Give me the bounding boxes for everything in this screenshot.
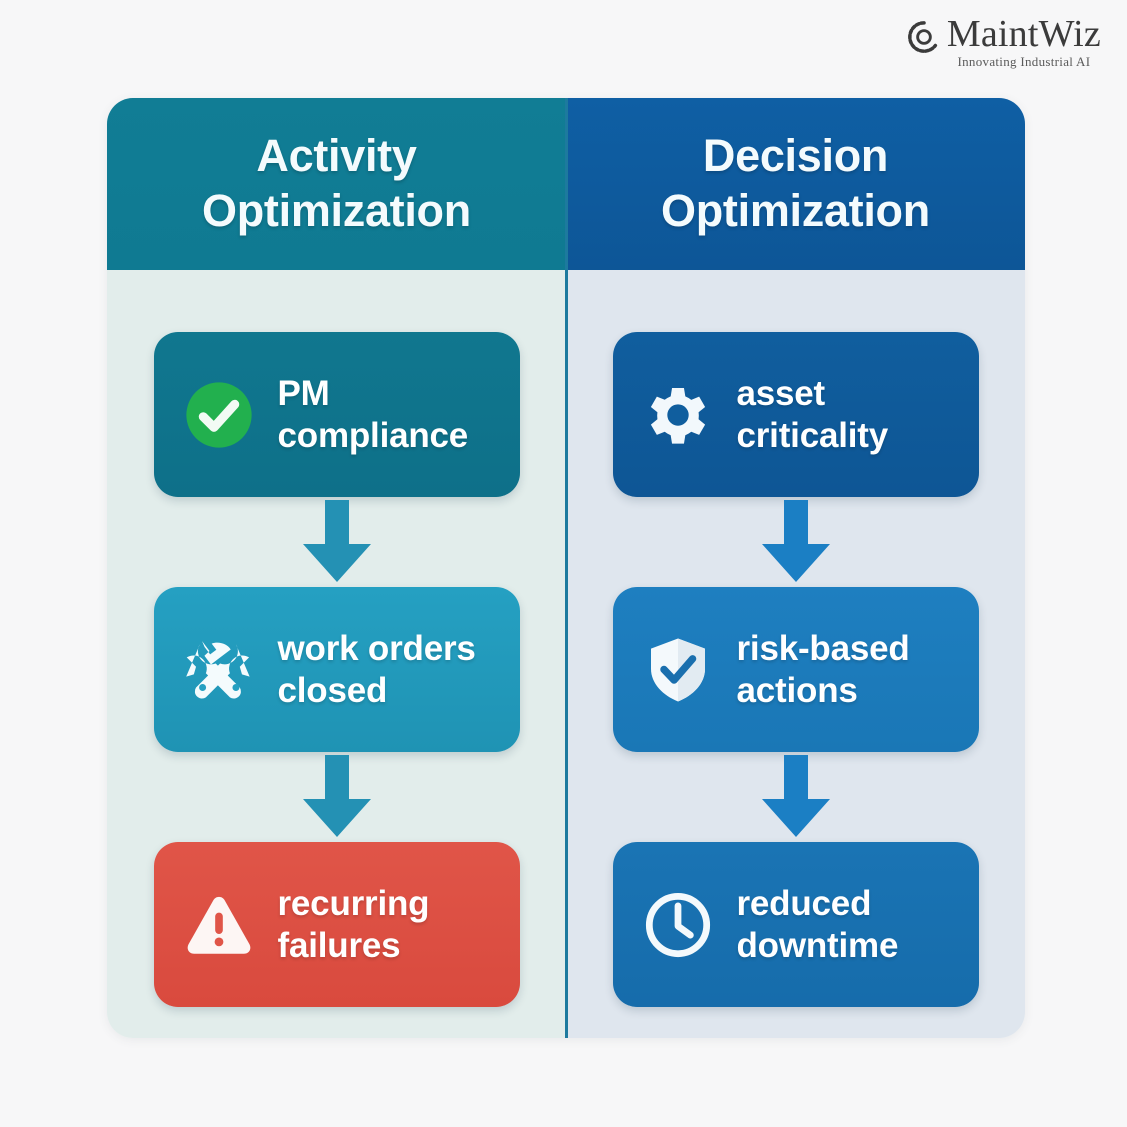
arrow-down-icon [752,755,840,839]
card-label-line1: work orders [277,629,476,669]
flow-activity-optimization: PM compliance [107,270,566,1038]
gear-icon [641,378,715,452]
shield-check-icon [641,633,715,707]
gear-icon [907,20,941,54]
card-recurring-failures[interactable]: recurring failures [153,842,520,1007]
arrow-down-icon [293,755,381,839]
comparison-panel: Activity Optimization PM compliance [107,98,1025,1038]
card-work-orders-closed[interactable]: work orders closed [153,587,520,752]
column-title-line1: Activity [256,130,417,182]
card-pm-compliance[interactable]: PM compliance [153,332,520,497]
card-label-line2: criticality [736,415,889,455]
card-label-line2: downtime [736,925,899,965]
card-label: risk-based actions [737,628,910,711]
brand-tagline: Innovating Industrial AI [957,54,1091,69]
column-divider [564,98,568,1038]
column-title-line2: Optimization [202,185,471,236]
card-label-line2: compliance [277,415,469,455]
card-label: PM compliance [278,373,469,456]
card-label: asset criticality [737,373,889,456]
column-header-decision-optimization: Decision Optimization [566,98,1025,270]
card-label: recurring failures [278,883,430,966]
card-label: work orders closed [278,628,476,711]
card-label-line2: failures [277,925,401,965]
arrow-down-icon [293,500,381,584]
column-title-line2: Optimization [661,185,930,236]
card-label-line1: risk-based [736,629,910,669]
card-risk-based-actions[interactable]: risk-based actions [612,587,979,752]
wrench-tools-icon [182,633,256,707]
card-asset-criticality[interactable]: asset criticality [612,332,979,497]
card-label-line1: recurring [277,884,430,924]
card-reduced-downtime[interactable]: reduced downtime [612,842,979,1007]
card-label-line2: actions [736,670,858,710]
flow-decision-optimization: asset criticality [566,270,1025,1038]
arrow-down-icon [752,500,840,584]
check-circle-icon [182,378,256,452]
card-label-line1: reduced [736,884,872,924]
column-title-line1: Decision [702,130,889,182]
brand-logo: MaintWiz Innovating Industrial AI [907,14,1101,69]
card-label: reduced downtime [737,883,899,966]
card-label-line1: asset [736,374,826,414]
clock-icon [641,888,715,962]
brand-name: MaintWiz [946,13,1101,55]
column-header-activity-optimization: Activity Optimization [107,98,566,270]
warning-triangle-icon [182,888,256,962]
card-label-line1: PM [277,374,330,414]
card-label-line2: closed [277,670,388,710]
column-activity-optimization: Activity Optimization PM compliance [107,98,566,1038]
column-decision-optimization: Decision Optimization asset criticality [566,98,1025,1038]
